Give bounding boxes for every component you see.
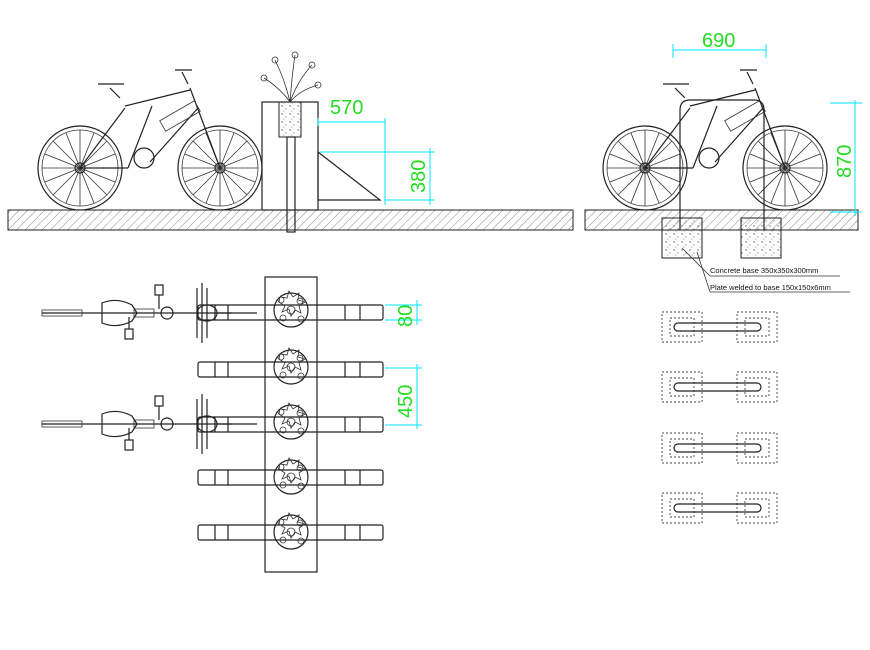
plant-3-icon [273, 402, 309, 440]
dimension-690: 690 [672, 30, 767, 58]
bike-rack-elevation [317, 150, 382, 201]
dim-text-870: 870 [834, 145, 856, 178]
right-plan-view [661, 311, 778, 524]
dim-text-570: 570 [330, 97, 363, 119]
dim-text-380: 380 [408, 160, 430, 193]
plant-1-icon [273, 290, 309, 328]
rack-loop-4 [197, 469, 384, 486]
dimension-450: 450 [385, 364, 422, 429]
concrete-base-right [740, 217, 782, 259]
dim-text-80: 80 [395, 305, 417, 327]
dimension-870: 870 [830, 100, 862, 216]
dimension-80: 80 [385, 300, 422, 327]
base-plan-4 [661, 492, 778, 524]
bicycle-side-view-right [603, 70, 827, 210]
note-welded-plate: Plate welded to base 150x150x6mm [710, 283, 831, 292]
dimension-570: 570 [317, 97, 386, 205]
dim-text-690: 690 [702, 30, 735, 52]
plant-4-icon [273, 457, 309, 495]
bicycle-side-view-left [38, 70, 262, 210]
left-elevation: 570 380 [7, 51, 574, 233]
plant-2-icon [273, 347, 309, 385]
rack-loop-2 [197, 361, 384, 378]
base-plan-1 [661, 311, 778, 343]
planter-plan [264, 276, 318, 573]
rack-loop-5 [197, 524, 384, 541]
leader-lines [681, 247, 850, 293]
right-elevation: 690 870 Concrete base 350x350x300mm Plat… [584, 30, 862, 293]
concrete-base-left [661, 217, 703, 259]
bike-post-rack [679, 99, 765, 230]
bicycle-top-view-1 [41, 282, 258, 344]
left-plan-view: 80 450 [41, 276, 422, 573]
plant-5-icon [273, 512, 309, 550]
bicycle-top-view-2 [41, 393, 258, 455]
planter-plants-icon [260, 51, 322, 103]
dimension-380: 380 [320, 148, 435, 205]
note-concrete-base: Concrete base 350x350x300mm [710, 266, 818, 275]
base-plan-3 [661, 432, 778, 464]
base-plan-2 [661, 371, 778, 403]
dim-text-450: 450 [395, 385, 417, 418]
